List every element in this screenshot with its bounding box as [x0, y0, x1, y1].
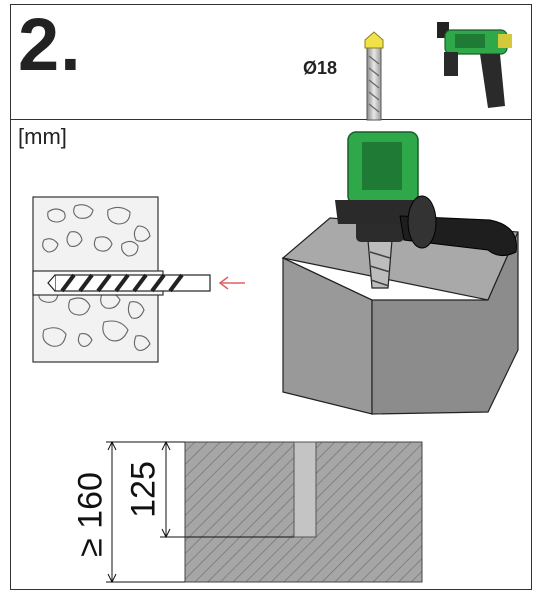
concrete-block-with-drill	[281, 131, 519, 415]
horizontal-drill-bit	[47, 273, 211, 293]
unit-label: [mm]	[18, 124, 67, 149]
drill-diameter-label: Ø18	[303, 58, 338, 78]
drill-depth-label: 125	[124, 461, 163, 518]
concrete-cross-section	[32, 196, 245, 363]
total-depth-label: ≥ 160	[71, 472, 110, 557]
drill-bit-icon	[364, 31, 384, 121]
direction-arrow-icon	[218, 276, 245, 290]
header-divider	[10, 119, 532, 120]
hammer-drill-icon	[437, 22, 512, 108]
step-frame	[10, 4, 532, 590]
step-number: 2.	[18, 3, 82, 86]
depth-section	[106, 440, 423, 584]
